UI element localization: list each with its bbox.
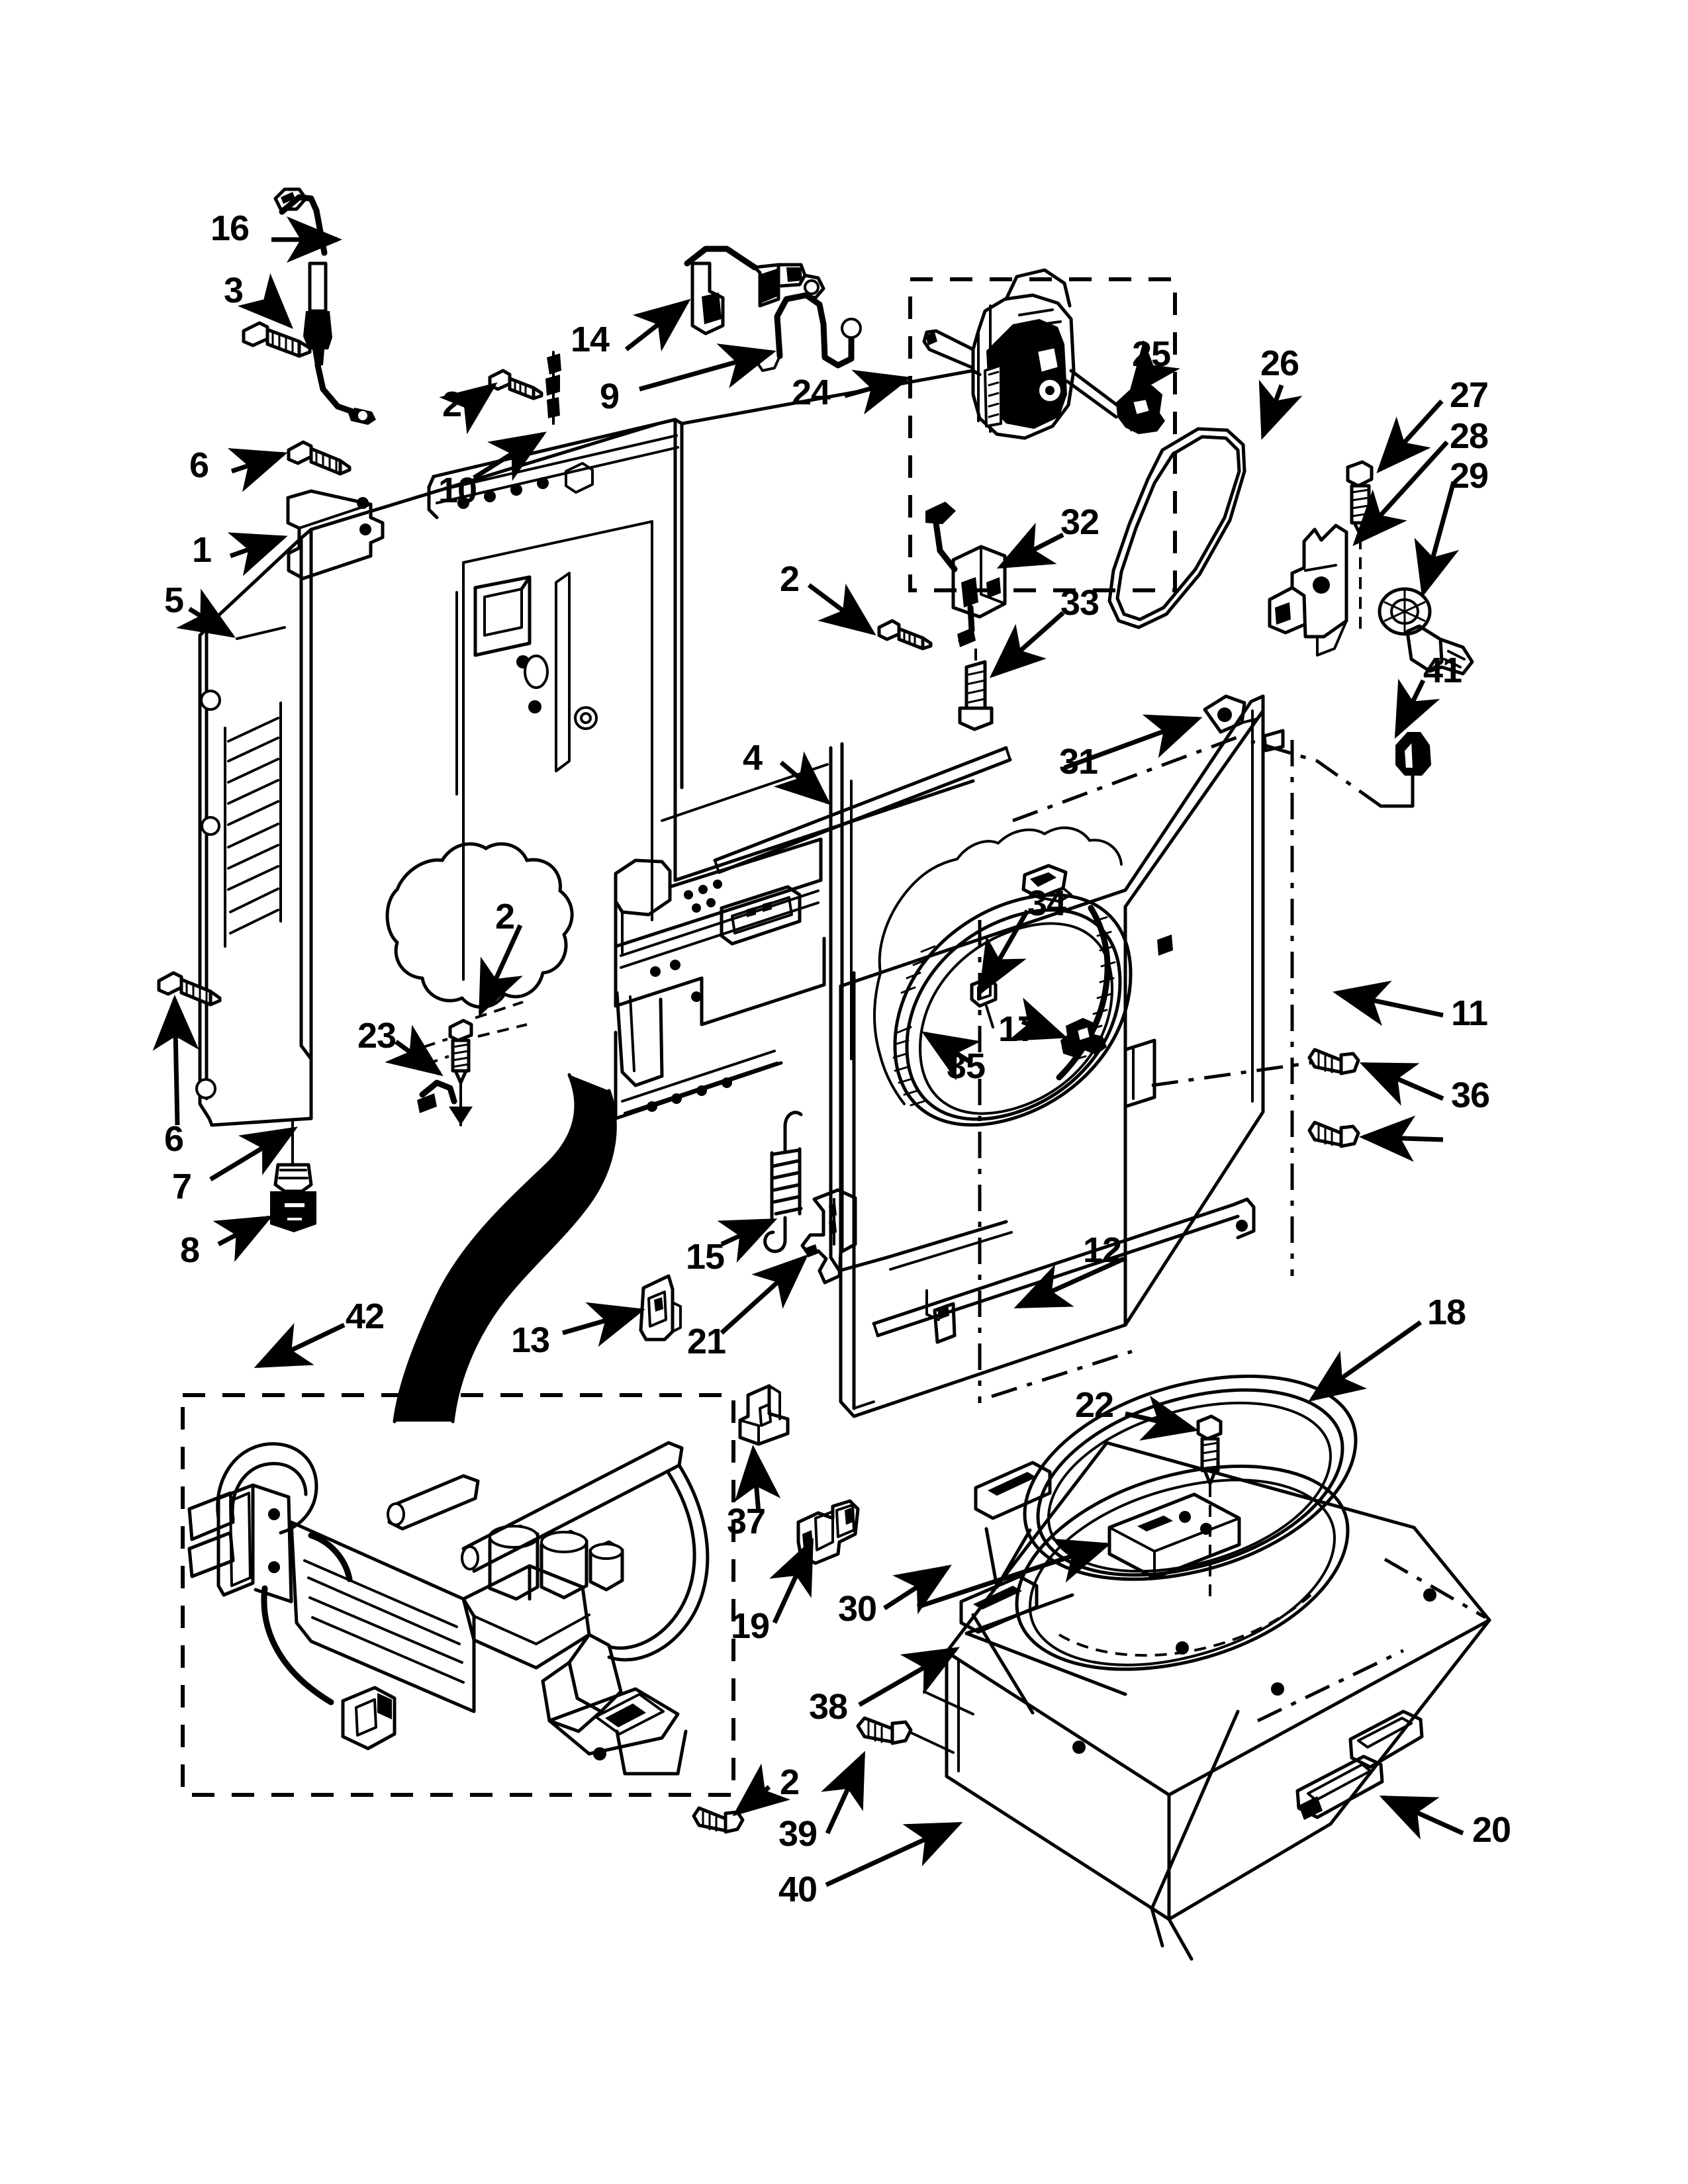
callout-21: 21 (687, 1322, 726, 1361)
callout-9: 9 (600, 377, 620, 416)
leader-lines (152, 216, 1464, 1888)
part-26-drive-belt (1107, 427, 1246, 629)
callout-2-center-top: 2 (780, 559, 800, 599)
callout-4: 4 (743, 738, 763, 778)
callout-2-upper-left: 2 (442, 385, 462, 424)
vent-hose-artwork (393, 1073, 617, 1424)
callout-35: 35 (947, 1046, 986, 1086)
part-34-door-strike (1021, 864, 1072, 903)
callout-13: 13 (511, 1320, 550, 1360)
callout-22: 22 (1075, 1385, 1114, 1425)
callout-30: 30 (838, 1589, 877, 1629)
part-41-plug-button (1250, 732, 1431, 808)
part-36-screw-lower (1307, 1120, 1360, 1148)
part-16-thermostat-assembly (273, 187, 376, 425)
callout-37: 37 (727, 1502, 766, 1541)
callout-6-bottom: 6 (164, 1119, 184, 1159)
part-36-screw (1151, 1048, 1360, 1087)
part-42-burner-assembly (181, 1393, 735, 1797)
part-9-hinge-rod (756, 292, 862, 372)
part-28-idler-bracket (1268, 523, 1348, 657)
callout-41: 41 (1423, 651, 1462, 690)
callout-1: 1 (192, 530, 212, 570)
part-2-screw-detail (448, 1019, 473, 1126)
callout-11: 11 (1451, 993, 1488, 1033)
callout-25: 25 (1132, 334, 1171, 374)
callout-3: 3 (224, 271, 244, 310)
callout-10: 10 (438, 471, 477, 510)
part-21-door-catch (800, 1188, 857, 1285)
callout-5: 5 (164, 580, 184, 620)
part-10-hinge-pin (545, 351, 561, 425)
part-22-screw (1196, 1414, 1223, 1602)
callout-15: 15 (686, 1237, 725, 1277)
callout-17: 17 (998, 1009, 1037, 1049)
callout-14: 14 (571, 320, 610, 359)
callout-19: 19 (731, 1606, 770, 1646)
callout-16: 16 (211, 208, 250, 248)
callout-20: 20 (1472, 1810, 1511, 1850)
callout-8: 8 (180, 1230, 200, 1270)
part-15-drum-spring (763, 1111, 803, 1253)
part-37-bracket-clip (738, 1384, 790, 1446)
part-1-terminal-cover (286, 489, 385, 580)
callout-40: 40 (778, 1870, 818, 1909)
part-39-screw (856, 1716, 955, 1754)
part-2-screw-center-top (877, 619, 933, 651)
part-32-door-switch (925, 502, 1007, 647)
callout-29: 29 (1450, 456, 1489, 496)
callout-27: 27 (1450, 375, 1489, 415)
callout-36: 36 (1451, 1075, 1490, 1115)
callout-42: 42 (346, 1297, 385, 1336)
callout-24: 24 (792, 373, 831, 412)
callout-6-top: 6 (189, 445, 209, 485)
callout-34: 34 (1027, 884, 1066, 923)
callout-26: 26 (1260, 343, 1299, 383)
part-2-screw-bottom (692, 1806, 745, 1834)
callout-23: 23 (357, 1016, 397, 1056)
part-24-motor-group (908, 268, 1177, 592)
callout-2-bottom: 2 (780, 1762, 800, 1802)
part-6-screw-top (287, 440, 352, 476)
callout-12: 12 (1083, 1230, 1122, 1270)
part-6-screw-bottom (157, 971, 222, 1007)
part-33-screw (958, 649, 994, 731)
callout-7: 7 (172, 1167, 192, 1206)
callout-2-detail: 2 (495, 897, 515, 936)
callout-38: 38 (809, 1687, 848, 1727)
callout-33: 33 (1060, 583, 1100, 623)
part-38-hinge-bracket (923, 1690, 974, 1715)
callout-28: 28 (1450, 416, 1489, 456)
part-4-brace-rod (713, 746, 1012, 874)
cabinet-rear-panel (427, 369, 982, 981)
callout-39: 39 (778, 1814, 818, 1854)
part-40-door-outer-panel (945, 1441, 1491, 1961)
callout-32: 32 (1060, 502, 1100, 542)
callout-31: 31 (1059, 742, 1098, 782)
part-29-idler-pulley (1378, 587, 1474, 676)
callout-18: 18 (1427, 1293, 1466, 1332)
part-17-retaining-clip (1060, 1018, 1107, 1058)
